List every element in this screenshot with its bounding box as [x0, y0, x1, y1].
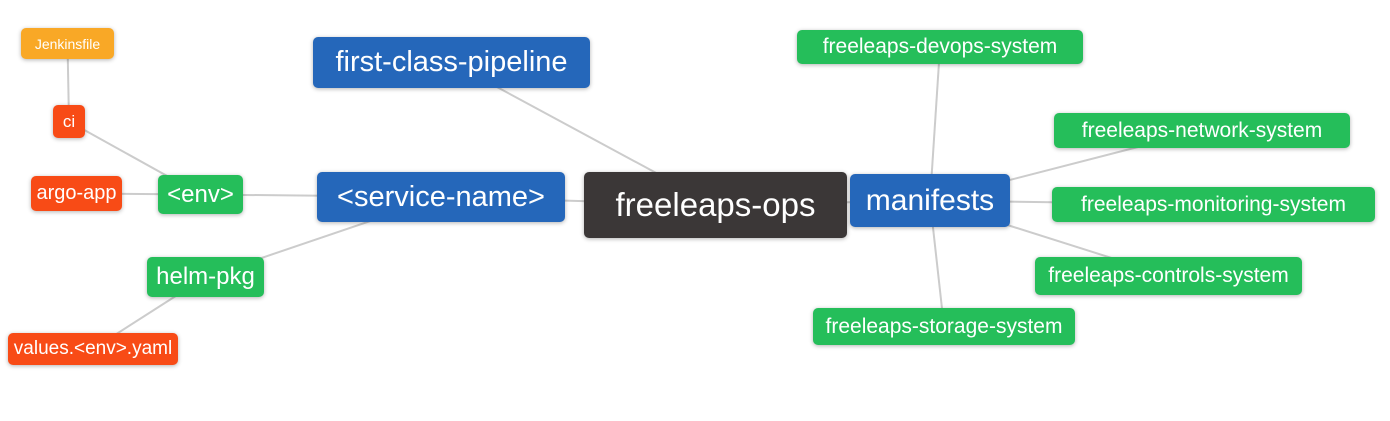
- node-label: <service-name>: [337, 180, 545, 213]
- node-service-name[interactable]: <service-name>: [317, 172, 565, 222]
- node-freeleaps-network-system[interactable]: freeleaps-network-system: [1054, 113, 1350, 148]
- node-label: argo-app: [36, 182, 117, 204]
- node-label: helm-pkg: [156, 263, 255, 290]
- node-helm-pkg[interactable]: helm-pkg: [147, 257, 264, 297]
- node-argo-app[interactable]: argo-app: [31, 176, 122, 211]
- node-label: ci: [62, 111, 76, 131]
- node-label: <env>: [167, 180, 234, 208]
- node-values-env-yaml[interactable]: values.<env>.yaml: [8, 333, 178, 365]
- node-label: freeleaps-storage-system: [825, 314, 1063, 338]
- node-freeleaps-monitoring-system[interactable]: freeleaps-monitoring-system: [1052, 187, 1375, 222]
- node-env[interactable]: <env>: [158, 175, 243, 214]
- node-label: manifests: [865, 183, 995, 217]
- node-label: freeleaps-controls-system: [1048, 264, 1289, 287]
- node-first-class-pipeline[interactable]: first-class-pipeline: [313, 37, 590, 88]
- node-freeleaps-ops[interactable]: freeleaps-ops: [584, 172, 847, 238]
- node-freeleaps-controls-system[interactable]: freeleaps-controls-system: [1035, 257, 1302, 295]
- node-manifests[interactable]: manifests: [850, 174, 1010, 227]
- node-label: Jenkinsfile: [34, 35, 101, 52]
- node-label: freeleaps-devops-system: [822, 35, 1058, 58]
- node-label: freeleaps-monitoring-system: [1081, 192, 1346, 216]
- node-freeleaps-devops-system[interactable]: freeleaps-devops-system: [797, 30, 1083, 64]
- node-label: freeleaps-network-system: [1081, 118, 1323, 142]
- node-freeleaps-storage-system[interactable]: freeleaps-storage-system: [813, 308, 1075, 345]
- node-jenkinsfile[interactable]: Jenkinsfile: [21, 28, 114, 59]
- node-label: values.<env>.yaml: [13, 338, 173, 359]
- node-label: first-class-pipeline: [335, 46, 568, 78]
- node-ci[interactable]: ci: [53, 105, 85, 138]
- node-label: freeleaps-ops: [615, 186, 816, 223]
